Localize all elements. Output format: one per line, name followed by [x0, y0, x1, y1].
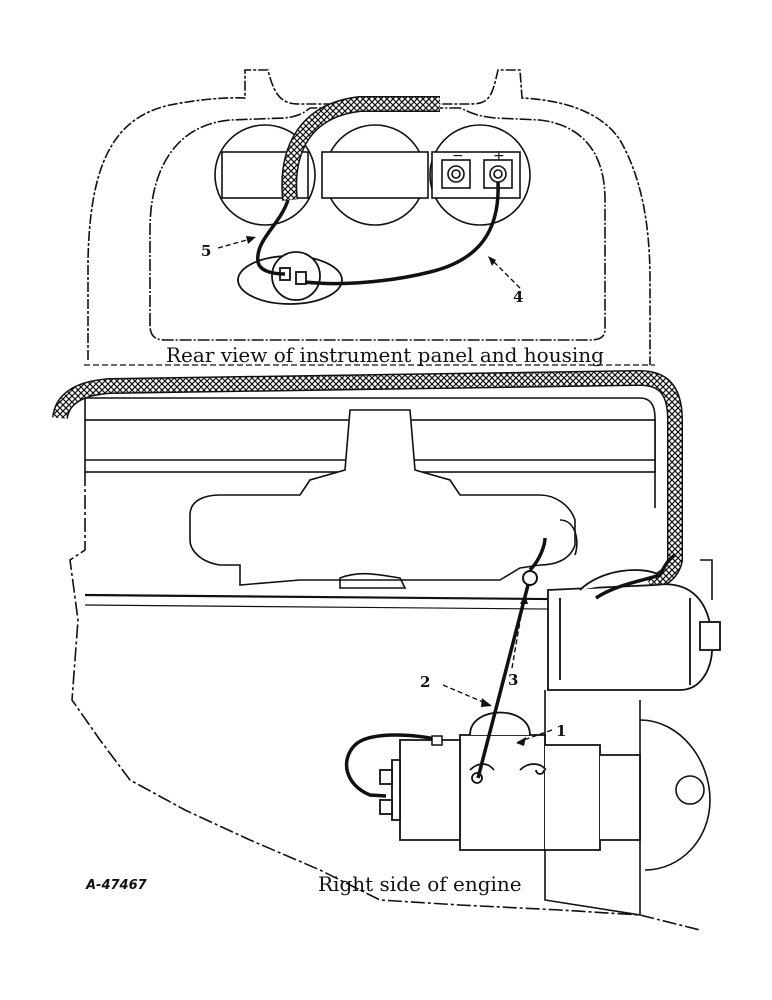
wire-connector	[431, 735, 443, 746]
wire-5	[256, 199, 290, 276]
gauge-center	[321, 124, 429, 226]
engine-block	[69, 397, 701, 931]
generator	[547, 569, 721, 691]
panel-light-socket	[237, 251, 343, 305]
callout-1: 1	[556, 722, 567, 740]
leader-3	[511, 597, 525, 669]
caption-instrument-panel: Rear view of instrument panel and housin…	[166, 343, 604, 367]
leader-4	[489, 257, 521, 289]
terminal-minus-mark: −	[452, 148, 464, 164]
terminal-plus-mark: +	[493, 148, 505, 164]
caption-engine-side: Right side of engine	[318, 872, 522, 896]
leader-5	[217, 237, 255, 249]
wire-starter-loop	[344, 733, 441, 798]
wire-3-stub	[528, 537, 547, 572]
wire-2	[476, 584, 530, 779]
ground-stud	[522, 570, 538, 586]
callout-4: 4	[513, 288, 524, 306]
callout-2: 2	[420, 673, 431, 691]
figure-id: A-47467	[86, 878, 147, 893]
starter-motor	[379, 711, 641, 851]
leader-1	[517, 729, 553, 743]
wire-4	[304, 181, 500, 286]
generator-wire	[595, 553, 677, 600]
instrument-housing	[87, 69, 651, 365]
callout-3: 3	[508, 671, 519, 689]
callout-5: 5	[201, 242, 212, 260]
gauge-right-ammeter	[429, 124, 531, 226]
